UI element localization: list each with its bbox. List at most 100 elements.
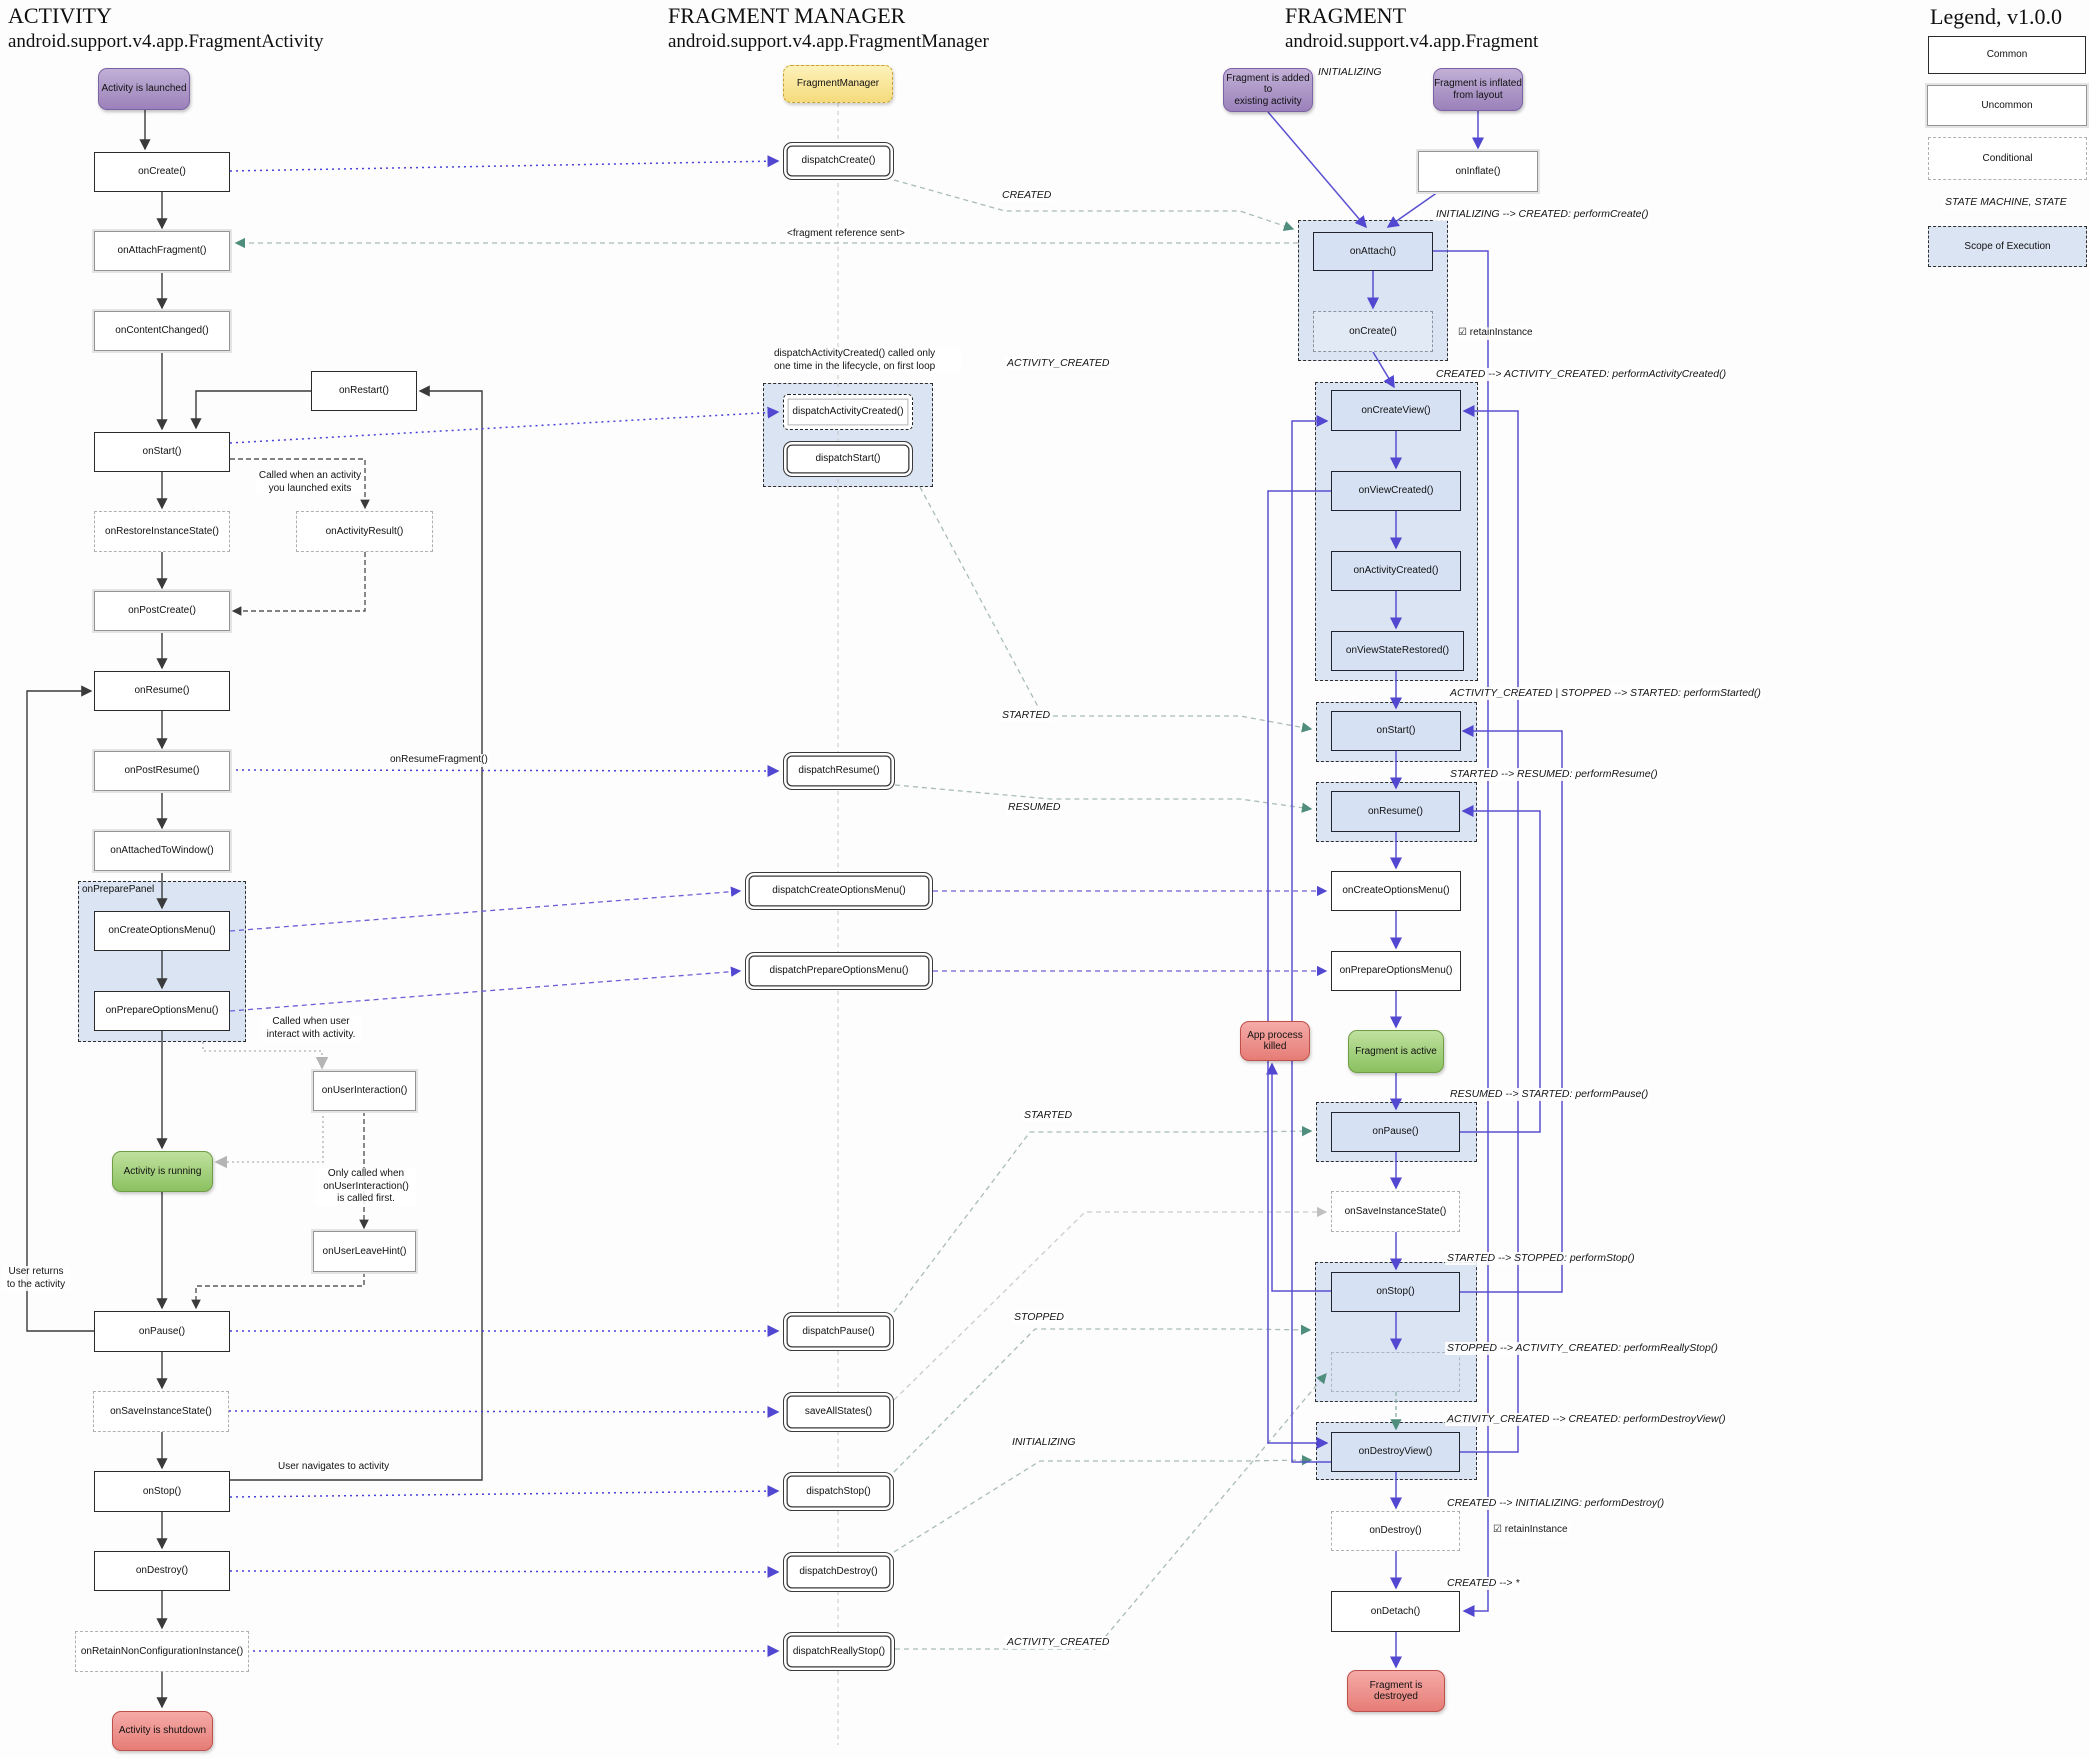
annotation-20: STOPPED [1012,1311,1066,1325]
annotation-6: ☑ retainInstance [1456,327,1535,340]
edge-oncreate-to-dispatchcreate [229,155,780,172]
node-onSaveInstanceState-frag: onSaveInstanceState() [1331,1191,1460,1232]
node-fragment-active: Fragment is active [1348,1030,1444,1073]
annotation-9: STARTED [1000,709,1053,723]
fragment-column-header: FRAGMENT android.support.v4.app.Fragment [1285,2,1538,53]
node-onStart-frag: onStart() [1331,711,1461,751]
node-onCreateOptionsMenu: onCreateOptionsMenu() [94,911,230,951]
node-onAttachedToWindow: onAttachedToWindow() [94,831,230,871]
annotation-1: CREATED [1000,189,1054,203]
activity-column-header: ACTIVITY android.support.v4.app.Fragment… [8,2,324,53]
edge-started-pause-transition [893,1125,1313,1313]
annotation-2: <fragment reference sent> [785,228,907,241]
node-onActivityResult: onActivityResult() [296,511,433,552]
edge-user-navigates-loop [230,385,483,1481]
node-activity-running: Activity is running [112,1151,213,1192]
fragment-manager-column-header: FRAGMENT MANAGER android.support.v4.app.… [668,2,989,53]
node-app-process-killed: App process killed [1240,1021,1310,1061]
node-fragment-destroyed: Fragment is destroyed [1347,1670,1445,1712]
node-onStop-frag: onStop() [1331,1272,1460,1312]
node-activity-launched: Activity is launched [98,68,190,110]
node-onDetach: onDetach() [1331,1591,1460,1632]
annotation-22: STOPPED --> ACTIVITY_CREATED: performRea… [1445,1342,1720,1356]
node-onCreateOptionsMenu-frag: onCreateOptionsMenu() [1331,871,1461,911]
edge-oninflate-to-onattach [1386,191,1439,228]
annotation-8: ACTIVITY_CREATED | STOPPED --> STARTED: … [1448,687,1763,701]
node-onDestroyView: onDestroyView() [1331,1432,1460,1472]
edge-onactivityresult-to-onpostcreate [231,552,366,616]
node-onRetainNonConfigurationInstance: onRetainNonConfigurationInstance() [75,1631,249,1672]
node-onAttachFragment: onAttachFragment() [94,231,230,271]
node-onPause: onPause() [94,1311,230,1352]
node-fragment-added: Fragment is added to existing activity [1223,68,1313,112]
node-legend-uncommon: Uncommon [1927,85,2087,126]
edge-onpostresume-to-dispatchresume [229,764,780,777]
node-legend-conditional: Conditional [1928,137,2087,180]
edge-stopped-transition [893,1324,1312,1473]
annotation-4: ACTIVITY_CREATED [1005,357,1112,371]
annotation-15: Only called when onUserInteraction() is … [316,1168,416,1206]
annotation-25: CREATED --> INITIALIZING: performDestroy… [1445,1497,1667,1511]
edge-ondestroyview-to-oncreateview-left [1291,415,1331,1463]
edge-preparepanel-to-onuserinteraction [202,1042,329,1070]
fragment-title: FRAGMENT [1285,3,1407,28]
node-dispatchDestroy: dispatchDestroy() [783,1552,894,1592]
node-dispatchStop: dispatchStop() [783,1472,894,1511]
group-label-grp-preparepanel: onPreparePanel [82,884,155,895]
edge-created-transition [893,179,1295,231]
node-frag-empty-state [1331,1352,1460,1392]
annotation-27: CREATED --> * [1445,1577,1522,1591]
fragment-manager-subtitle: android.support.v4.app.FragmentManager [668,30,989,52]
annotation-29: STATE MACHINE, STATE [1943,196,2069,210]
edge-onuserleavehint-to-onpause [191,1272,365,1310]
edge-oncreateoptions-to-dispatchcreateoptions [229,886,742,932]
node-onPrepareOptionsMenu-frag: onPrepareOptionsMenu() [1331,951,1461,991]
node-onInflate: onInflate() [1418,151,1538,192]
node-onUserLeaveHint: onUserLeaveHint() [313,1231,416,1272]
edge-user-returns-loop [26,685,94,1332]
node-legend-common: Common [1928,36,2086,74]
node-dispatchResume: dispatchResume() [783,752,895,790]
node-onStop: onStop() [94,1471,230,1512]
node-onPostResume: onPostResume() [94,751,230,791]
node-onSaveInstanceState: onSaveInstanceState() [93,1391,229,1432]
edge-activitycreated-transition [895,1373,1327,1650]
node-onDestroy-frag: onDestroy() [1331,1511,1460,1551]
edge-resumed-transition [894,784,1313,813]
node-onPostCreate: onPostCreate() [94,591,230,631]
annotation-13: Called when an activity you launched exi… [256,470,364,495]
annotation-21: STARTED --> STOPPED: performStop() [1445,1252,1637,1266]
edge-onsaveinstance-to-saveallstates [228,1405,780,1418]
node-legend-scope: Scope of Execution [1928,226,2087,267]
annotation-5: INITIALIZING --> CREATED: performCreate(… [1434,208,1651,222]
edge-onpausefrag-to-onresumefrag-loop [1460,805,1541,1133]
edge-oncreatefrag-to-oncreateview [1372,351,1395,389]
edge-ondestroyview-to-oncreateview-right [1460,405,1519,1453]
node-onPause-frag: onPause() [1331,1112,1460,1152]
node-dispatchStart: dispatchStart() [783,441,913,477]
node-onCreate-frag: onCreate() [1313,311,1433,352]
fragment-subtitle: android.support.v4.app.Fragment [1285,30,1539,52]
annotation-10: STARTED --> RESUMED: performResume() [1448,768,1660,782]
node-onPrepareOptionsMenu: onPrepareOptionsMenu() [94,991,230,1031]
node-onUserInteraction: onUserInteraction() [313,1071,416,1111]
edge-onattach-to-ondetach-retain [1433,250,1489,1617]
edge-onstart-to-dispatchactivitycreated [229,406,780,444]
node-onActivityCreated: onActivityCreated() [1331,551,1461,591]
annotation-7: CREATED --> ACTIVITY_CREATED: performAct… [1434,368,1729,382]
annotation-14: Called when user interact with activity. [260,1016,362,1041]
edge-onstopfrag-to-onstartfrag-loop [1460,725,1563,1293]
annotation-28: ACTIVITY_CREATED [1005,1636,1112,1650]
node-dispatchActivityCreated: dispatchActivityCreated() [783,394,913,430]
annotation-12: onResumeFragment() [388,754,490,767]
activity-subtitle: android.support.v4.app.FragmentActivity [8,30,324,52]
annotation-3: dispatchActivityCreated() called only on… [772,348,961,373]
edge-ondestroy-to-dispatchdestroy [229,1565,780,1578]
node-onCreate: onCreate() [94,152,230,192]
node-onStart: onStart() [94,432,230,472]
node-onDestroy: onDestroy() [94,1551,230,1591]
node-activity-shutdown: Activity is shutdown [112,1711,213,1751]
annotation-11: RESUMED [1006,801,1063,815]
edge-onstop-to-dispatchstop [229,1485,780,1498]
